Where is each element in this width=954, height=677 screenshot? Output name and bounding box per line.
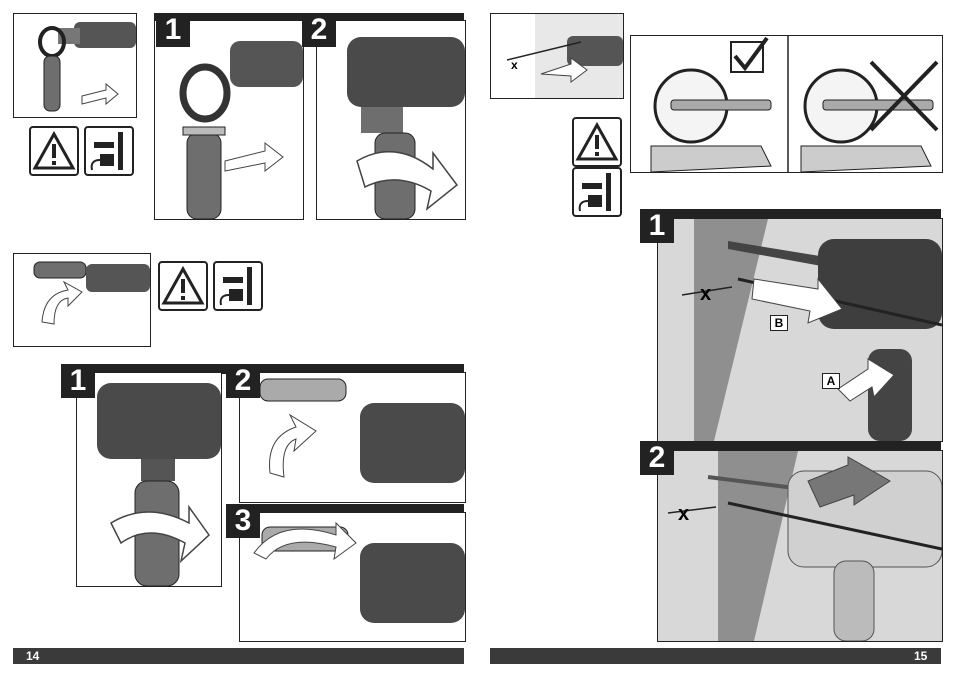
step-panel-top-2 bbox=[316, 20, 466, 220]
handle-mount-illustration bbox=[240, 513, 465, 641]
handle-swing-illustration bbox=[240, 373, 465, 502]
overview-remove-handle bbox=[13, 253, 151, 347]
warning-triangle-icon bbox=[572, 117, 622, 167]
depth-gauge-overview-illustration bbox=[491, 14, 623, 98]
warning-triangle-icon bbox=[29, 126, 79, 176]
unplug-power-icon bbox=[572, 167, 622, 217]
handle-insert-illustration bbox=[155, 21, 303, 219]
gauge-fit-comparison-illustration bbox=[631, 36, 942, 172]
step-number: 2 bbox=[226, 364, 260, 398]
handle-loosen-illustration bbox=[77, 373, 221, 586]
dimension-label: x bbox=[700, 283, 711, 306]
step-number: 2 bbox=[302, 13, 336, 47]
cross-icon bbox=[871, 62, 937, 130]
dimension-label: x bbox=[678, 503, 689, 526]
warning-triangle-icon bbox=[158, 261, 208, 311]
footer-bar-right bbox=[490, 648, 941, 664]
step-number: 3 bbox=[226, 504, 260, 538]
gauge-fit-detail bbox=[630, 35, 943, 173]
dimension-label: x bbox=[511, 58, 518, 72]
step-panel-right-2: x bbox=[657, 450, 943, 642]
step-panel-bottom-2 bbox=[239, 372, 466, 503]
handle-rotate-illustration bbox=[317, 21, 465, 219]
step-number: 1 bbox=[61, 364, 95, 398]
handle-remove-illustration bbox=[14, 254, 150, 346]
step-panel-bottom-3 bbox=[239, 512, 466, 642]
page-number-right: 15 bbox=[914, 648, 927, 664]
callout-a: A bbox=[822, 373, 840, 389]
step-panel-right-1: x B A bbox=[657, 218, 943, 442]
page-number-left: 14 bbox=[26, 648, 39, 664]
step-panel-top-1 bbox=[154, 20, 304, 220]
checkmark-icon bbox=[731, 38, 767, 72]
unplug-power-icon bbox=[213, 261, 263, 311]
unplug-power-icon bbox=[84, 126, 134, 176]
step-number: 1 bbox=[156, 13, 190, 47]
step-number: 2 bbox=[640, 441, 674, 475]
depth-gauge-set-illustration bbox=[658, 219, 942, 441]
drill-depth-illustration bbox=[658, 451, 942, 641]
overview-attach-handle bbox=[13, 13, 137, 118]
overview-depth-gauge: x bbox=[490, 13, 624, 99]
footer-bar-left bbox=[13, 648, 464, 664]
step-panel-bottom-1 bbox=[76, 372, 222, 587]
callout-b: B bbox=[770, 315, 788, 331]
drill-handle-illustration bbox=[14, 14, 136, 117]
step-number: 1 bbox=[640, 209, 674, 243]
